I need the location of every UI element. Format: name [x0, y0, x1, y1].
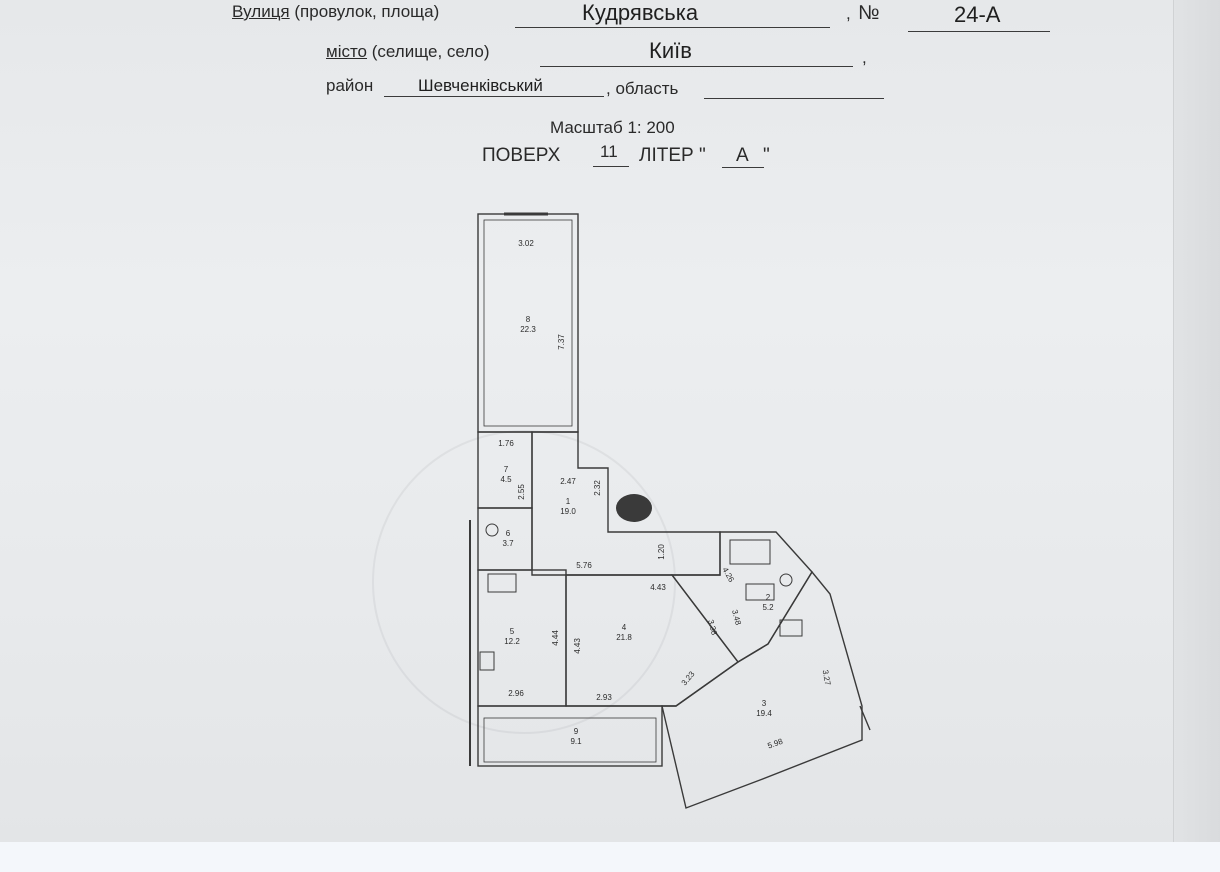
room-1-area: 19.0 [560, 507, 576, 516]
liter-value: А [736, 145, 749, 166]
room-1-num: 1 [566, 497, 571, 506]
room-3-area: 19.4 [756, 709, 772, 718]
district-label: район [326, 76, 374, 95]
district-value: Шевченківський [418, 76, 543, 95]
dim-2.47: 2.47 [560, 477, 576, 486]
street-value: Кудрявська [582, 0, 699, 25]
dim-2.55: 2.55 [517, 484, 526, 500]
room-4-num: 4 [622, 623, 627, 632]
number-comma: , [846, 4, 851, 23]
liter-end: " [763, 145, 770, 166]
dim-1.20: 1.20 [657, 544, 666, 560]
room-2-num: 2 [766, 593, 771, 602]
city-underline [540, 66, 853, 67]
dim-4.43-top: 4.43 [650, 583, 666, 592]
room-6-area: 3.7 [502, 539, 514, 548]
page-edge [1173, 0, 1220, 842]
city-comma: , [862, 48, 867, 67]
liter-underline [722, 167, 764, 168]
number-underline [908, 31, 1050, 32]
room-7-num: 7 [504, 465, 509, 474]
dim-3.27: 3.27 [821, 669, 833, 686]
liter-label: ЛІТЕР " [639, 145, 706, 166]
dim-2.32: 2.32 [593, 480, 602, 496]
district-underline [384, 96, 604, 97]
document-page: Вулиця (провулок, площа) Кудрявська , № … [0, 0, 1220, 842]
street-label: Вулиця (провулок, площа) [232, 2, 440, 21]
region-underline [704, 98, 884, 99]
house-number: 24-А [954, 2, 1001, 27]
floor-value: 11 [600, 142, 618, 161]
region-label: , область [606, 79, 679, 98]
room-2-area: 5.2 [762, 603, 774, 612]
room-7-area: 4.5 [500, 475, 512, 484]
room-4-area: 21.8 [616, 633, 632, 642]
scale-text: Масштаб 1: 200 [550, 118, 675, 137]
floor-label: ПОВЕРХ [482, 145, 561, 166]
faded-stamp [372, 430, 676, 734]
room-9-area: 9.1 [570, 737, 582, 746]
dim-4.44: 4.44 [551, 630, 560, 646]
dim-4.26: 4.26 [720, 566, 736, 584]
dim-3.38: 3.38 [706, 619, 719, 637]
city-value: Київ [649, 38, 692, 63]
room-6-num: 6 [506, 529, 511, 538]
dim-3.48: 3.48 [730, 609, 743, 627]
dim-3.02: 3.02 [518, 239, 534, 248]
room-9-num: 9 [574, 727, 579, 736]
dim-3.23: 3.23 [680, 669, 697, 687]
redaction-mark [616, 494, 652, 522]
floor-plan: 8 22.3 7 4.5 1 19.0 6 3.7 5 12.2 4 21.8 … [469, 212, 871, 809]
room-5-area: 12.2 [504, 637, 520, 646]
dim-4.43: 4.43 [573, 638, 582, 654]
dim-7.37: 7.37 [557, 334, 566, 350]
room-4-outline [565, 574, 739, 707]
bottom-strip [0, 842, 1220, 872]
room-8-num: 8 [526, 315, 531, 324]
city-label: місто (селище, село) [326, 42, 490, 61]
dim-5.98: 5.98 [766, 737, 784, 751]
floor-underline [593, 166, 629, 167]
dim-2.96: 2.96 [508, 689, 524, 698]
room-2-outline [670, 531, 813, 663]
room-8-area: 22.3 [520, 325, 536, 334]
dim-1.76: 1.76 [498, 439, 514, 448]
room-9-outline [477, 705, 663, 767]
room-5-num: 5 [510, 627, 515, 636]
street-underline [515, 27, 830, 28]
room-3-outline [661, 570, 863, 809]
dim-2.93: 2.93 [596, 693, 612, 702]
dim-5.76: 5.76 [576, 561, 592, 570]
room-3-num: 3 [762, 699, 767, 708]
number-sign: № [858, 2, 880, 24]
